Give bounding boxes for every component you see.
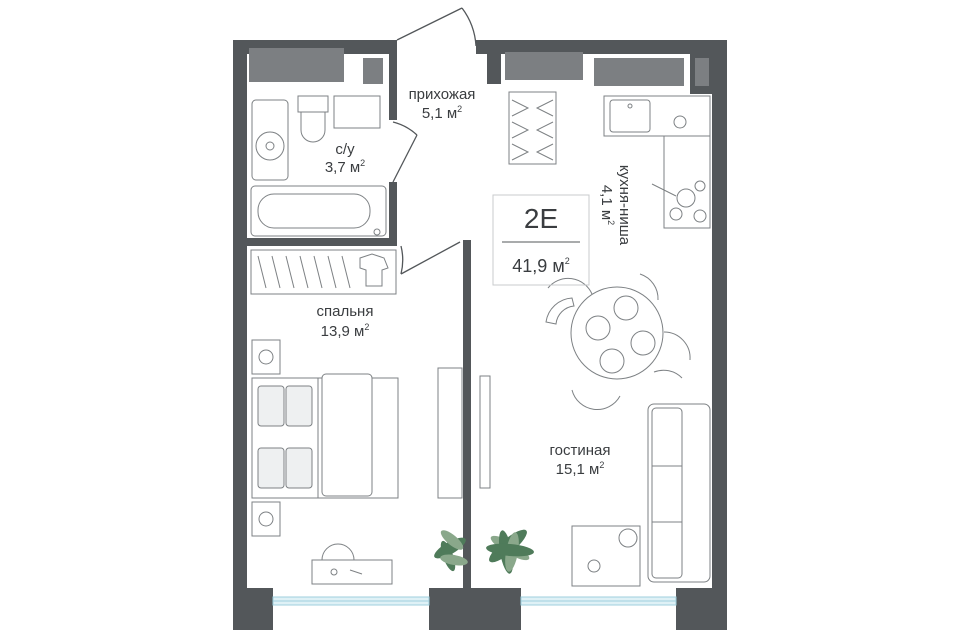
top-windows (249, 48, 709, 86)
bedroom-name: спальня (317, 303, 374, 320)
hallway-name: прихожая (409, 86, 476, 103)
hallway-area: 5,1 м2 (422, 104, 462, 122)
bathroom-name: с/у (335, 141, 355, 158)
kitchen-label: кухня-ниша 4,1 м2 (598, 165, 633, 246)
bedside-tables (251, 339, 281, 537)
bathroom-area: 3,7 м2 (325, 158, 365, 176)
apartment-total-area: 41,9 м2 (512, 256, 569, 276)
bottom-windows (272, 596, 677, 606)
plant-living (486, 529, 534, 574)
plant-bedroom (434, 530, 468, 572)
living-name: гостиная (550, 442, 611, 459)
coffee-table (571, 525, 641, 587)
kitchen-area: 4,1 м2 (598, 185, 616, 225)
living-area: 15,1 м2 (556, 460, 605, 478)
sofa (647, 403, 711, 583)
bed (251, 373, 399, 499)
bedroom-door (400, 241, 461, 275)
kitchen-name: кухня-ниша (616, 165, 633, 246)
entrance-door (396, 7, 477, 47)
hallway-wardrobe (508, 91, 557, 165)
bedroom-area: 13,9 м2 (321, 322, 370, 340)
bathroom-fixtures (250, 95, 387, 237)
apartment-code: 2E (524, 203, 558, 234)
bathroom-door (392, 121, 418, 183)
walls (233, 40, 727, 630)
bedroom-wardrobe (250, 249, 397, 295)
kitchen-furniture (603, 95, 711, 229)
dining-table (545, 273, 691, 411)
tv-stand (437, 367, 491, 499)
apartment-badge: 2E 41,9 м2 (492, 194, 590, 286)
vanity-desk (311, 543, 393, 585)
